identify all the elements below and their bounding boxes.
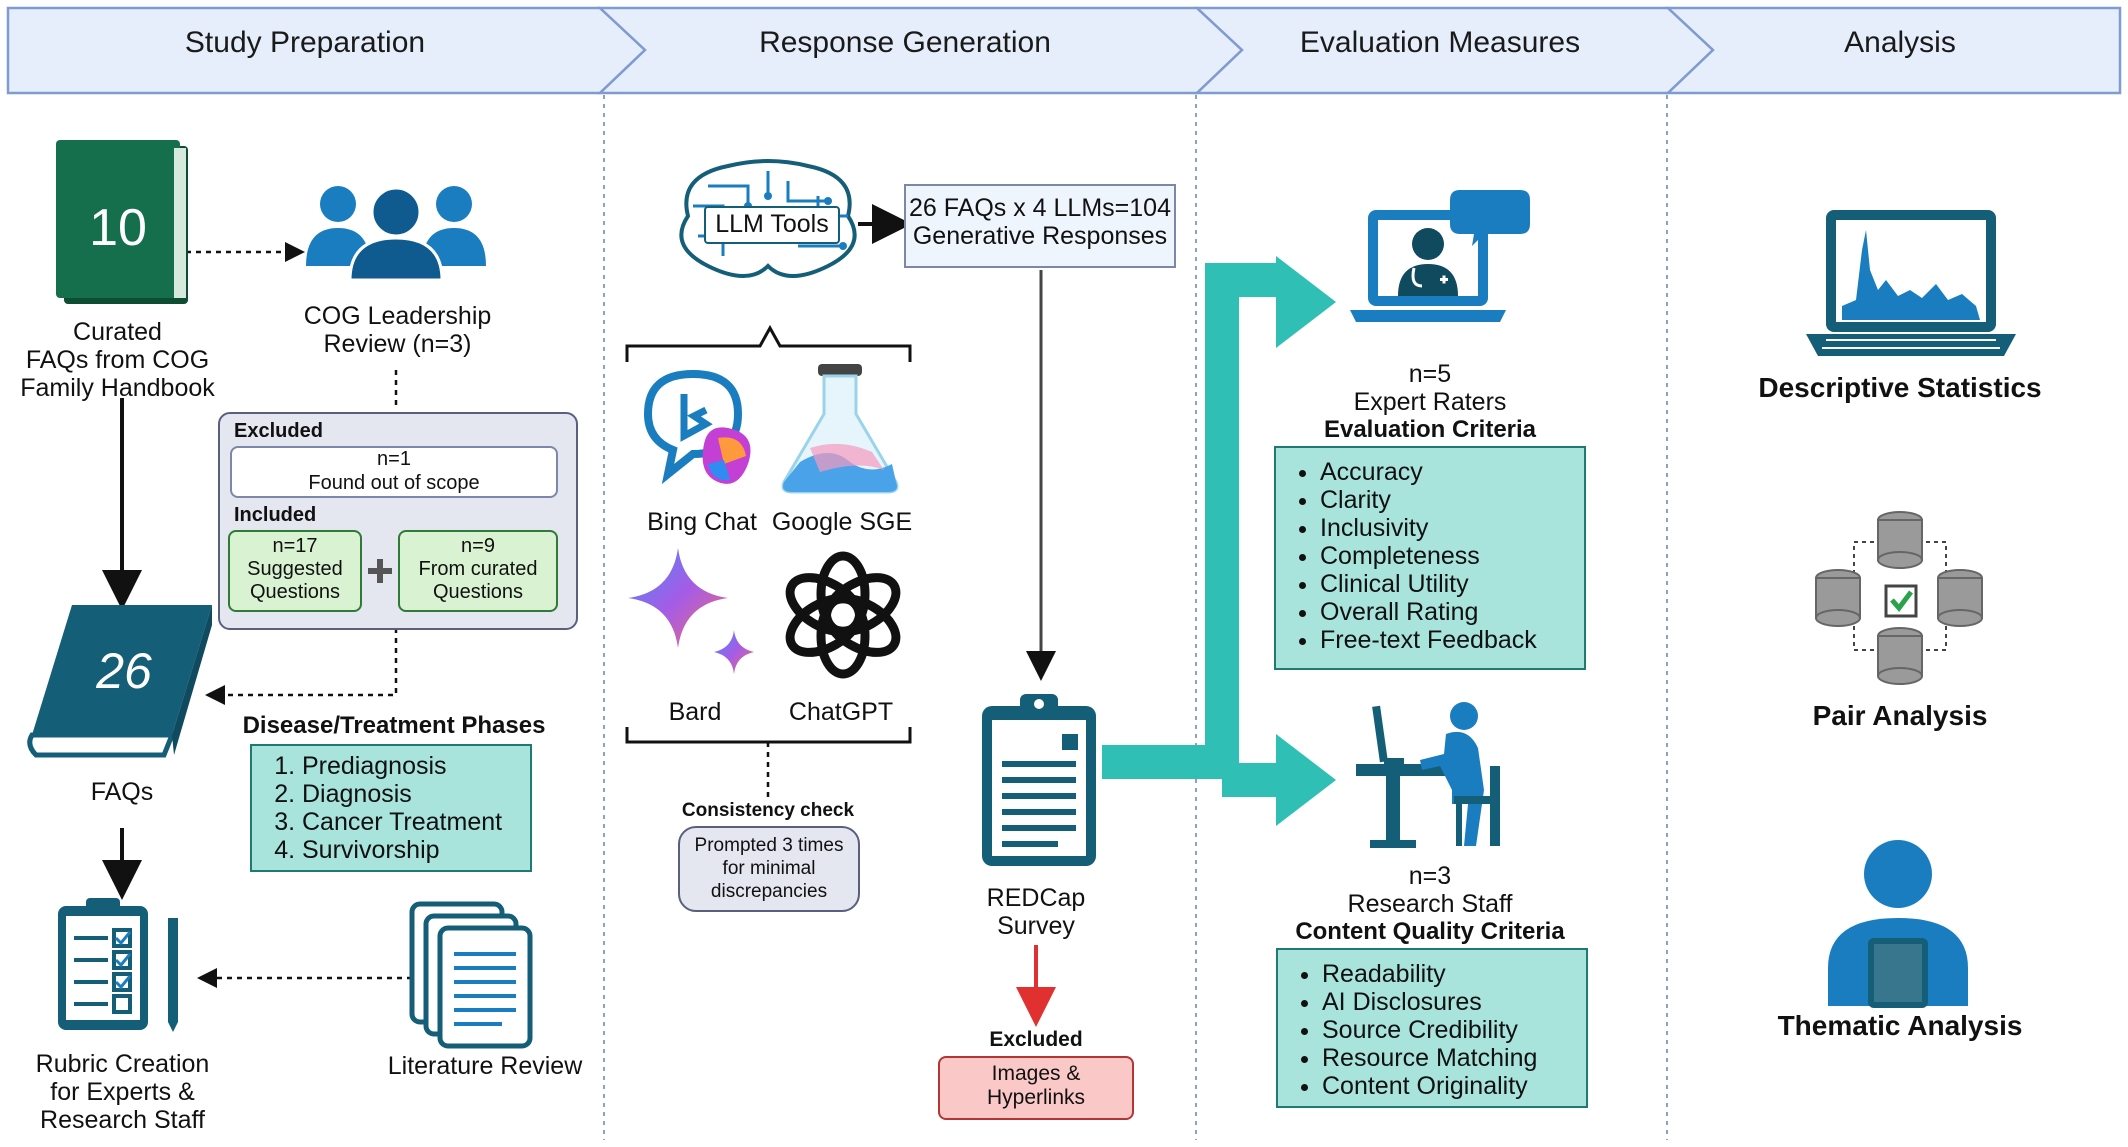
suggested-questions-box — [228, 530, 362, 612]
content-quality-box: Readability AI Disclosures Source Credib… — [1276, 948, 1588, 1108]
criterion-item: Source Credibility — [1322, 1016, 1586, 1044]
criterion-item: Accuracy — [1320, 458, 1584, 486]
evaluation-criteria-box: Accuracy Clarity Inclusivity Completenes… — [1274, 446, 1586, 670]
tool-label-google-sge: Google SGE — [771, 508, 913, 536]
suggested-questions-text: n=17 Suggested Questions — [247, 535, 343, 603]
phase-title-evaluation-measures: Evaluation Measures — [1299, 26, 1581, 59]
phase-item: Diagnosis — [302, 780, 530, 808]
bard-sparkle-icon — [628, 548, 754, 674]
excluded-images-text: Images & Hyperlinks — [986, 1062, 1086, 1109]
faqs-number: 26 — [96, 643, 152, 699]
handbook-book-icon — [56, 140, 188, 304]
expert-raters-count: n=5 — [1408, 360, 1452, 388]
chatgpt-logo-icon — [785, 551, 901, 679]
tool-label-chatgpt: ChatGPT — [788, 698, 894, 726]
excluded-reason: Found out of scope — [308, 472, 480, 494]
excluded-images-title: Excluded — [989, 1028, 1083, 1051]
pair-analysis-databases-icon — [1815, 511, 1983, 685]
llm-tools-box — [704, 206, 840, 244]
research-staff-desk-icon — [1356, 702, 1500, 848]
analysis-descriptive-statistics: Descriptive Statistics — [1758, 372, 2042, 403]
phase-header-banner — [6, 6, 2122, 95]
curated-questions-box — [398, 530, 558, 612]
phase-item: Prediagnosis — [302, 752, 530, 780]
criterion-item: Overall Rating — [1320, 598, 1584, 626]
tool-label-bing-chat: Bing Chat — [647, 508, 757, 536]
evaluation-criteria-title: Evaluation Criteria — [1323, 416, 1537, 443]
consistency-text: Prompted 3 times for minimal discrepanci… — [694, 835, 844, 902]
plus-icon — [368, 559, 392, 583]
criterion-item: Resource Matching — [1322, 1044, 1586, 1072]
phase-item: Survivorship — [302, 836, 530, 864]
descriptive-stats-laptop-icon — [1806, 210, 2016, 356]
criterion-item: AI Disclosures — [1322, 988, 1586, 1016]
criterion-item: Clarity — [1320, 486, 1584, 514]
excluded-title: Excluded — [234, 420, 323, 442]
faqs-label: FAQs — [90, 778, 154, 806]
phase-item: Cancer Treatment — [302, 808, 530, 836]
thematic-analysis-person-icon — [1828, 840, 1968, 1008]
phases-title: Disease/Treatment Phases — [242, 712, 546, 739]
consistency-title: Consistency check — [681, 800, 855, 821]
content-quality-title: Content Quality Criteria — [1295, 918, 1565, 945]
llm-tools-label: LLM Tools — [715, 210, 829, 238]
handbook-number: 10 — [89, 199, 147, 257]
criterion-item: Readability — [1322, 960, 1586, 988]
criterion-item: Inclusivity — [1320, 514, 1584, 542]
consistency-box — [678, 826, 860, 912]
phase-title-response-generation: Response Generation — [759, 26, 1051, 59]
bing-chat-icon — [643, 369, 751, 485]
rubric-clipboard-icon — [58, 898, 178, 1032]
expert-raters-laptop-icon — [1350, 190, 1530, 322]
responses-text: 26 FAQs x 4 LLMs=104 Generative Response… — [909, 194, 1171, 250]
handbook-label: Curated FAQs from COG Family Handbook — [20, 318, 215, 402]
research-staff-label: Research Staff — [1347, 890, 1513, 918]
tool-label-bard: Bard — [668, 698, 722, 726]
literature-label: Literature Review — [387, 1052, 583, 1080]
leadership-label: COG Leadership Review (n=3) — [303, 302, 492, 358]
phases-box: Prediagnosis Diagnosis Cancer Treatment … — [250, 744, 532, 872]
analysis-thematic-analysis: Thematic Analysis — [1777, 1010, 2023, 1041]
leadership-group-icon — [306, 186, 486, 282]
included-title: Included — [234, 504, 317, 526]
phase-title-analysis: Analysis — [1844, 26, 1956, 59]
responses-box — [904, 184, 1176, 268]
excluded-count: n=1 — [377, 448, 411, 470]
criterion-item: Free-text Feedback — [1320, 626, 1584, 654]
excluded-box — [230, 446, 558, 498]
redcap-label: REDCap Survey — [986, 884, 1086, 940]
criterion-item: Clinical Utility — [1320, 570, 1584, 598]
google-sge-flask-icon — [781, 364, 899, 494]
criterion-item: Content Originality — [1322, 1072, 1586, 1100]
research-staff-count: n=3 — [1408, 862, 1452, 890]
phase-title-study-preparation: Study Preparation — [184, 26, 426, 59]
criterion-item: Completeness — [1320, 542, 1584, 570]
faqs-book-icon — [27, 605, 212, 758]
analysis-pair-analysis: Pair Analysis — [1812, 700, 1988, 731]
curated-questions-text: n=9 From curated Questions — [418, 535, 538, 603]
literature-documents-icon — [409, 901, 533, 1049]
redcap-clipboard-icon — [982, 694, 1096, 866]
rubric-label: Rubric Creation for Experts & Research S… — [35, 1050, 210, 1134]
expert-raters-label: Expert Raters — [1353, 388, 1507, 416]
excluded-images-box — [938, 1056, 1134, 1120]
